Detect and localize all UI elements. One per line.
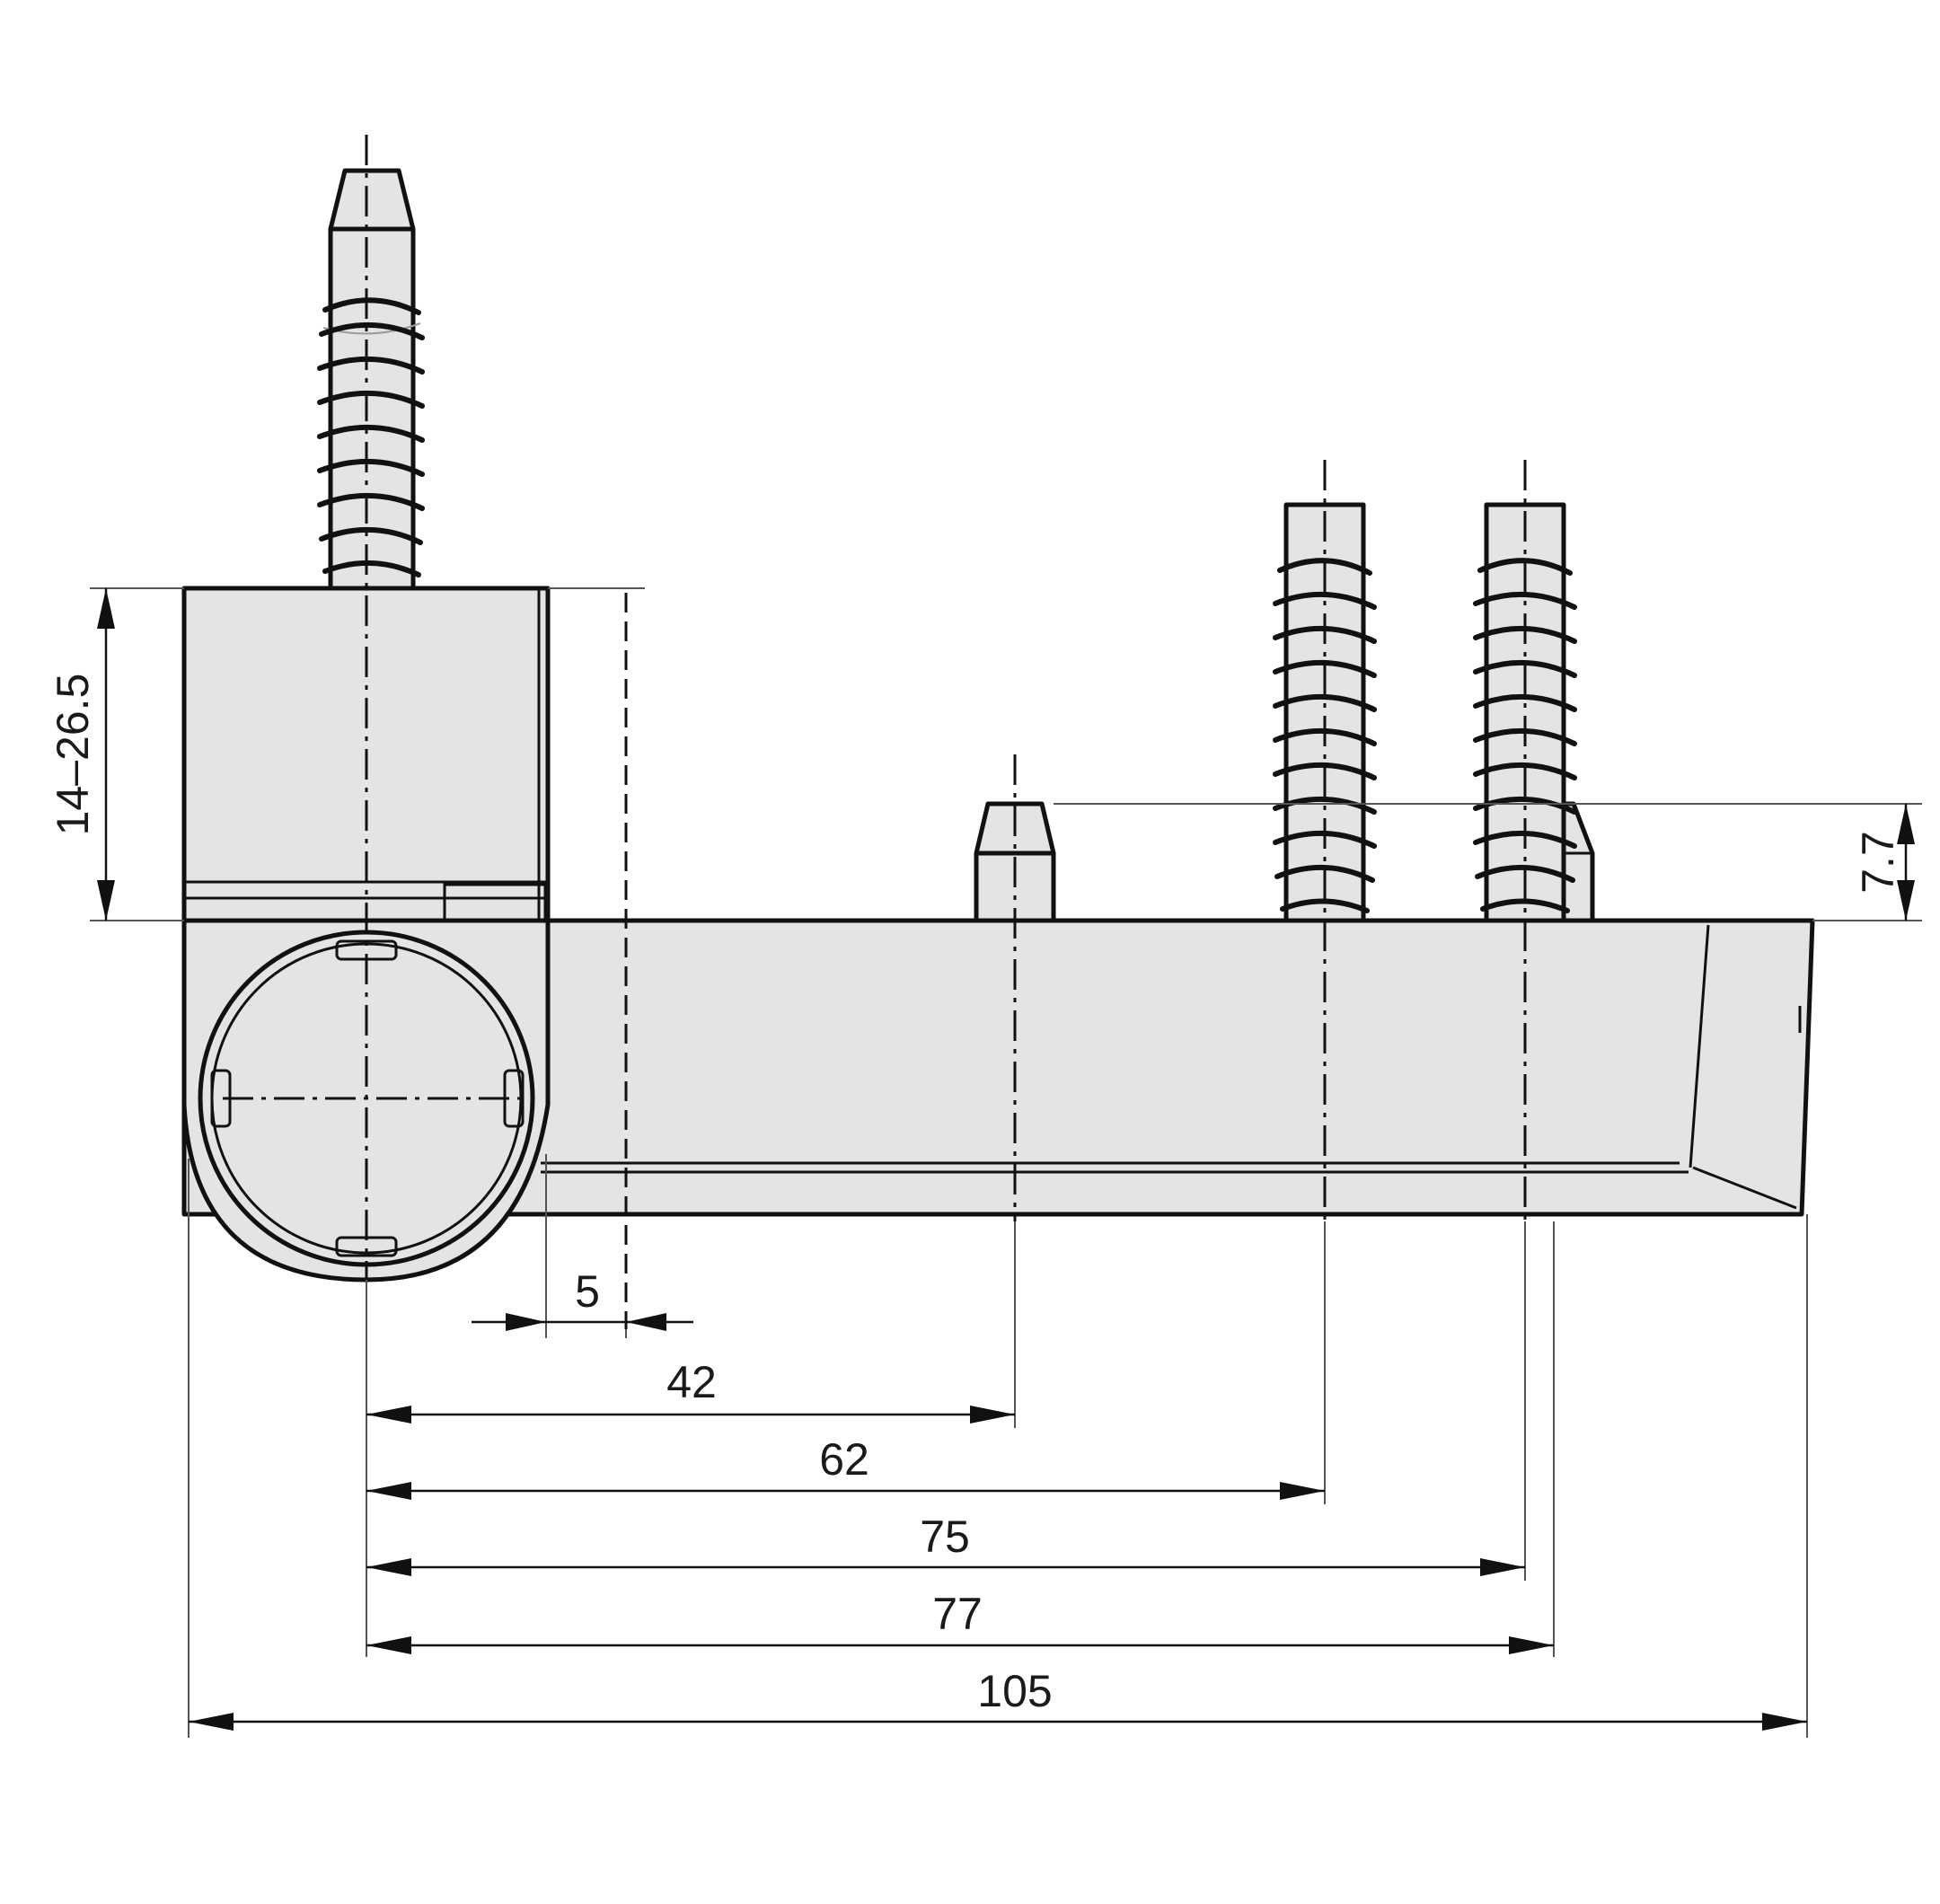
right-screw bbox=[1473, 502, 1577, 923]
dim-label-14-26-5: 14–26.5 bbox=[48, 674, 98, 836]
dim-label-77: 77 bbox=[932, 1589, 983, 1639]
dim-label-5: 5 bbox=[575, 1266, 600, 1317]
dimension-lines bbox=[97, 588, 1915, 1731]
dim-label-7-7: 7.7 bbox=[1853, 831, 1903, 894]
tall-screw bbox=[317, 168, 425, 591]
dimension-labels: 14–26.5 7.7 5 42 62 75 77 105 bbox=[48, 674, 1903, 1716]
dim-label-62: 62 bbox=[819, 1434, 869, 1485]
dim-label-105: 105 bbox=[977, 1666, 1052, 1716]
extension-lines bbox=[90, 587, 1922, 1738]
dim-label-75: 75 bbox=[920, 1512, 970, 1562]
center-lines bbox=[223, 135, 1527, 1280]
dim-label-42: 42 bbox=[666, 1357, 717, 1407]
